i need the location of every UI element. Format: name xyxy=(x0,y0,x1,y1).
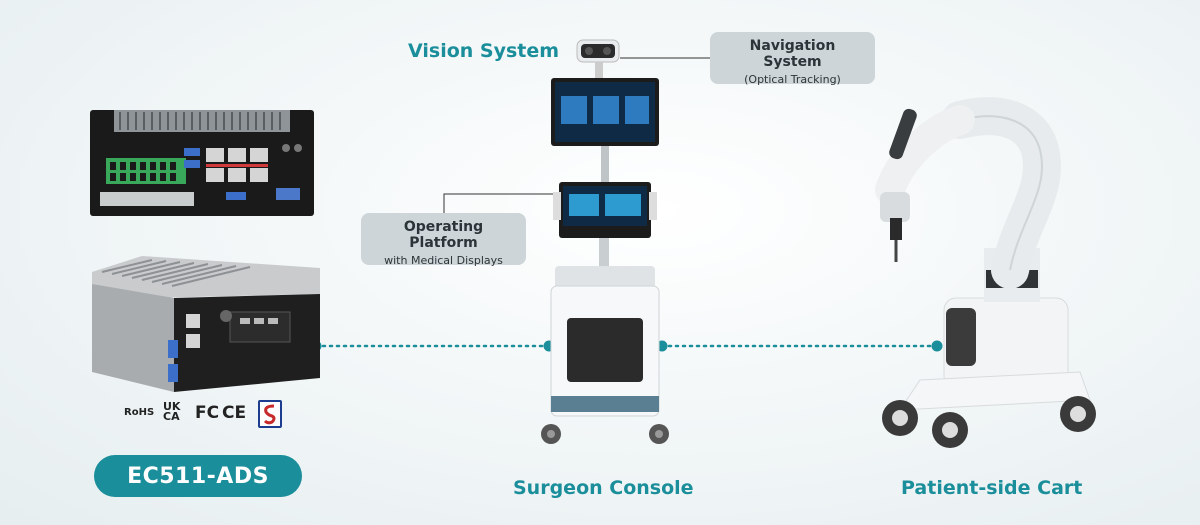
op-leader-line xyxy=(443,193,560,213)
rohs-mark: RoHS xyxy=(124,407,155,418)
navigation-system-callout: Navigation System (Optical Tracking) xyxy=(710,32,875,86)
link-dot-cart xyxy=(931,340,943,352)
model-name-badge: EC511-ADS xyxy=(94,455,302,497)
ukca-mark: UK CA xyxy=(163,400,181,423)
vision-system-label: Vision System xyxy=(408,40,560,62)
patient-side-cart-image xyxy=(875,97,1096,448)
operating-platform-title: Operating Platform xyxy=(403,219,484,251)
safety-certification-icon xyxy=(258,400,282,428)
surgeon-console-label: Surgeon Console xyxy=(513,477,694,499)
navigation-system-title: Navigation System xyxy=(749,38,836,70)
operating-platform-callout: Operating Platform with Medical Displays xyxy=(361,213,526,267)
surgeon-console-image xyxy=(541,39,669,444)
navigation-system-subtitle: (Optical Tracking) xyxy=(744,73,841,86)
patient-side-cart-label: Patient-side Cart xyxy=(901,477,1083,499)
operating-platform-subtitle: with Medical Displays xyxy=(384,254,503,267)
embedded-computer-angle-image xyxy=(92,256,320,392)
fc-mark: FC xyxy=(195,403,220,423)
ce-mark: CE xyxy=(222,403,247,423)
embedded-computer-front-image xyxy=(90,110,314,216)
